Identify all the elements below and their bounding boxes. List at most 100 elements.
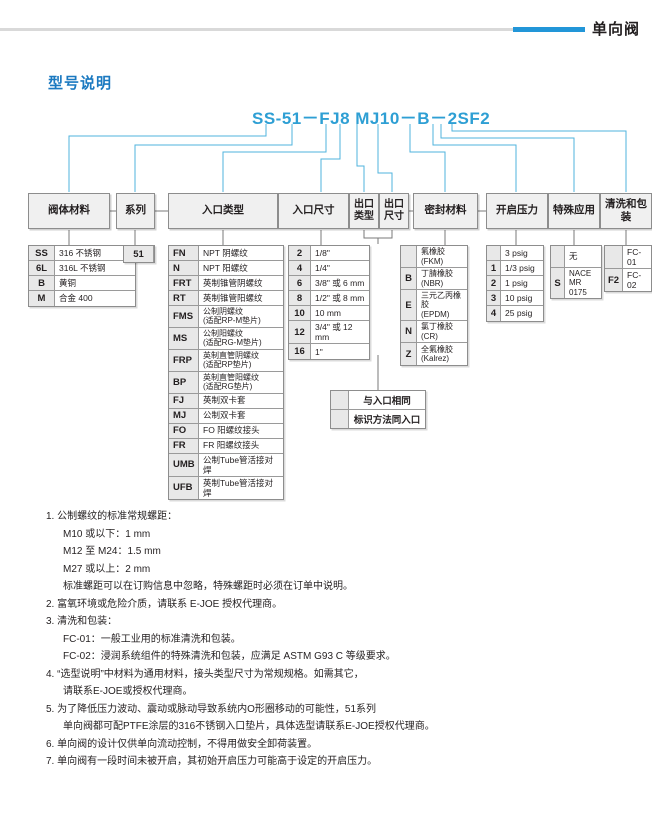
option-code: FRT xyxy=(169,276,199,290)
option-code: FMS xyxy=(169,306,199,327)
option-description: 1/2" 或 8 mm xyxy=(315,292,365,303)
option-code xyxy=(401,246,417,267)
header-box-cleaning-packaging: 清洗和包装 xyxy=(600,193,652,229)
option-code: 2 xyxy=(289,246,311,260)
option-description: 10 mm xyxy=(315,307,341,318)
table-row: 51 xyxy=(124,246,154,262)
option-code: F2 xyxy=(605,269,623,292)
option-description: 25 psig xyxy=(505,308,533,319)
table-row: 10 10 mm xyxy=(289,306,369,321)
table-row: 标识方法同入口 xyxy=(331,410,425,428)
option-code: 3 xyxy=(487,291,501,305)
option-description: FC-01 xyxy=(627,247,642,268)
option-code: RT xyxy=(169,291,199,305)
option-description: 黄铜 xyxy=(59,277,77,288)
footnote-line: 单向阀都可配PTFE涂层的316不锈钢入口垫片，具体选型请联系E-JOE授权代理… xyxy=(63,721,435,732)
footnote-line: 6. 单向阀的设计仅供单向流动控制，不得用做安全卸荷装置。 xyxy=(46,738,318,750)
option-description: 1" xyxy=(315,346,323,357)
table-row: FR FR 阳螺纹接头 xyxy=(169,438,283,454)
footnote-line: 4. “选型说明”中材料为通用材料，接头类型尺寸为常规规格。如需其它， xyxy=(46,668,364,680)
option-description: 英制Tube管活接对焊 xyxy=(203,477,274,498)
table-row: 与入口相同 xyxy=(331,391,425,410)
footnote-line: M10 或以下：1 mm xyxy=(63,528,151,540)
footnote-line: 请联系E-JOE或授权代理商。 xyxy=(63,686,193,697)
header-box-inlet-type: 入口类型 xyxy=(168,193,278,229)
option-code: M xyxy=(29,291,55,306)
option-description: 英制锥管阴螺纹 xyxy=(203,277,263,288)
option-code: FR xyxy=(169,438,199,453)
option-code: UFB xyxy=(169,476,199,499)
option-code: S xyxy=(551,268,565,299)
footnote-line: 3. 清洗和包装： xyxy=(46,616,118,627)
option-description: 氟橡胶(FKM) xyxy=(421,247,445,266)
option-description: 合金 400 xyxy=(59,293,93,304)
option-description: 英制锥管阳螺纹 xyxy=(203,292,263,303)
option-code: UMB xyxy=(169,453,199,476)
option-code: 6L xyxy=(29,261,55,275)
option-code xyxy=(487,246,501,260)
option-code: 2 xyxy=(487,276,501,290)
option-description: 1/3 psig xyxy=(505,262,535,273)
table-row: 2 1 psig xyxy=(487,276,543,291)
option-description: 10 psig xyxy=(505,292,533,303)
footnote-line: 7. 单向阀有一段时间未被开启，其初始开启压力可能高于设定的开启压力。 xyxy=(46,756,378,767)
option-description: 英制双卡套 xyxy=(203,395,246,406)
header-accent-bar xyxy=(513,27,585,32)
option-description: 公制双卡套 xyxy=(203,410,246,421)
option-code: 10 xyxy=(289,306,311,320)
outlet-type-line1: 出口 xyxy=(354,198,374,210)
option-code: 8 xyxy=(289,291,311,305)
option-code: 4 xyxy=(289,261,311,275)
table-row: MJ 公制双卡套 xyxy=(169,408,283,424)
table-row: FC-01 xyxy=(605,246,651,270)
option-description: 公制Tube管活接对焊 xyxy=(203,454,274,475)
header-box-outlet-size: 出口 尺寸 xyxy=(379,193,409,229)
option-code: MJ xyxy=(169,408,199,423)
option-description: 3/8" 或 6 mm xyxy=(315,277,365,288)
footnote-line: M27 或以上：2 mm xyxy=(63,563,151,575)
option-code: Z xyxy=(401,343,417,366)
table-row: FJ 英制双卡套 xyxy=(169,393,283,409)
option-description: 氯丁橡胶(CR) xyxy=(421,322,453,341)
option-description: 3/4" 或 12 mm xyxy=(315,322,353,343)
footnote-line: 标准螺距可以在订购信息中忽略，特殊螺距时必须在订单中说明。 xyxy=(63,581,353,592)
header-box-inlet-size: 入口尺寸 xyxy=(278,193,349,229)
option-code: FJ xyxy=(169,393,199,408)
option-description: 316L 不锈钢 xyxy=(59,262,106,273)
option-description: 1/8" xyxy=(315,247,330,258)
option-code xyxy=(331,410,349,428)
option-description: FR 阳螺纹接头 xyxy=(203,440,260,451)
table-series: 51 xyxy=(123,245,155,263)
option-code: N xyxy=(401,321,417,343)
header-box-valve-body: 阀体材料 xyxy=(28,193,110,229)
option-code: B xyxy=(401,268,417,289)
option-description: 3 psig xyxy=(505,247,528,258)
footnote-line: 1. 公制螺纹的标准常规螺距： xyxy=(46,511,178,522)
option-code: 1 xyxy=(487,261,501,275)
option-description: 1 psig xyxy=(505,277,528,288)
table-row: 氟橡胶(FKM) xyxy=(401,246,467,268)
header-box-cracking-pressure: 开启压力 xyxy=(486,193,548,229)
option-code: FRP xyxy=(169,349,199,371)
table-row: 1 1/3 psig xyxy=(487,261,543,276)
option-code: 16 xyxy=(289,344,311,360)
option-description: 全氟橡胶(Kalrez) xyxy=(421,344,453,364)
option-description: 1/4" xyxy=(315,262,330,273)
page-header-title: 单向阀 xyxy=(592,21,641,38)
option-code xyxy=(605,246,623,269)
